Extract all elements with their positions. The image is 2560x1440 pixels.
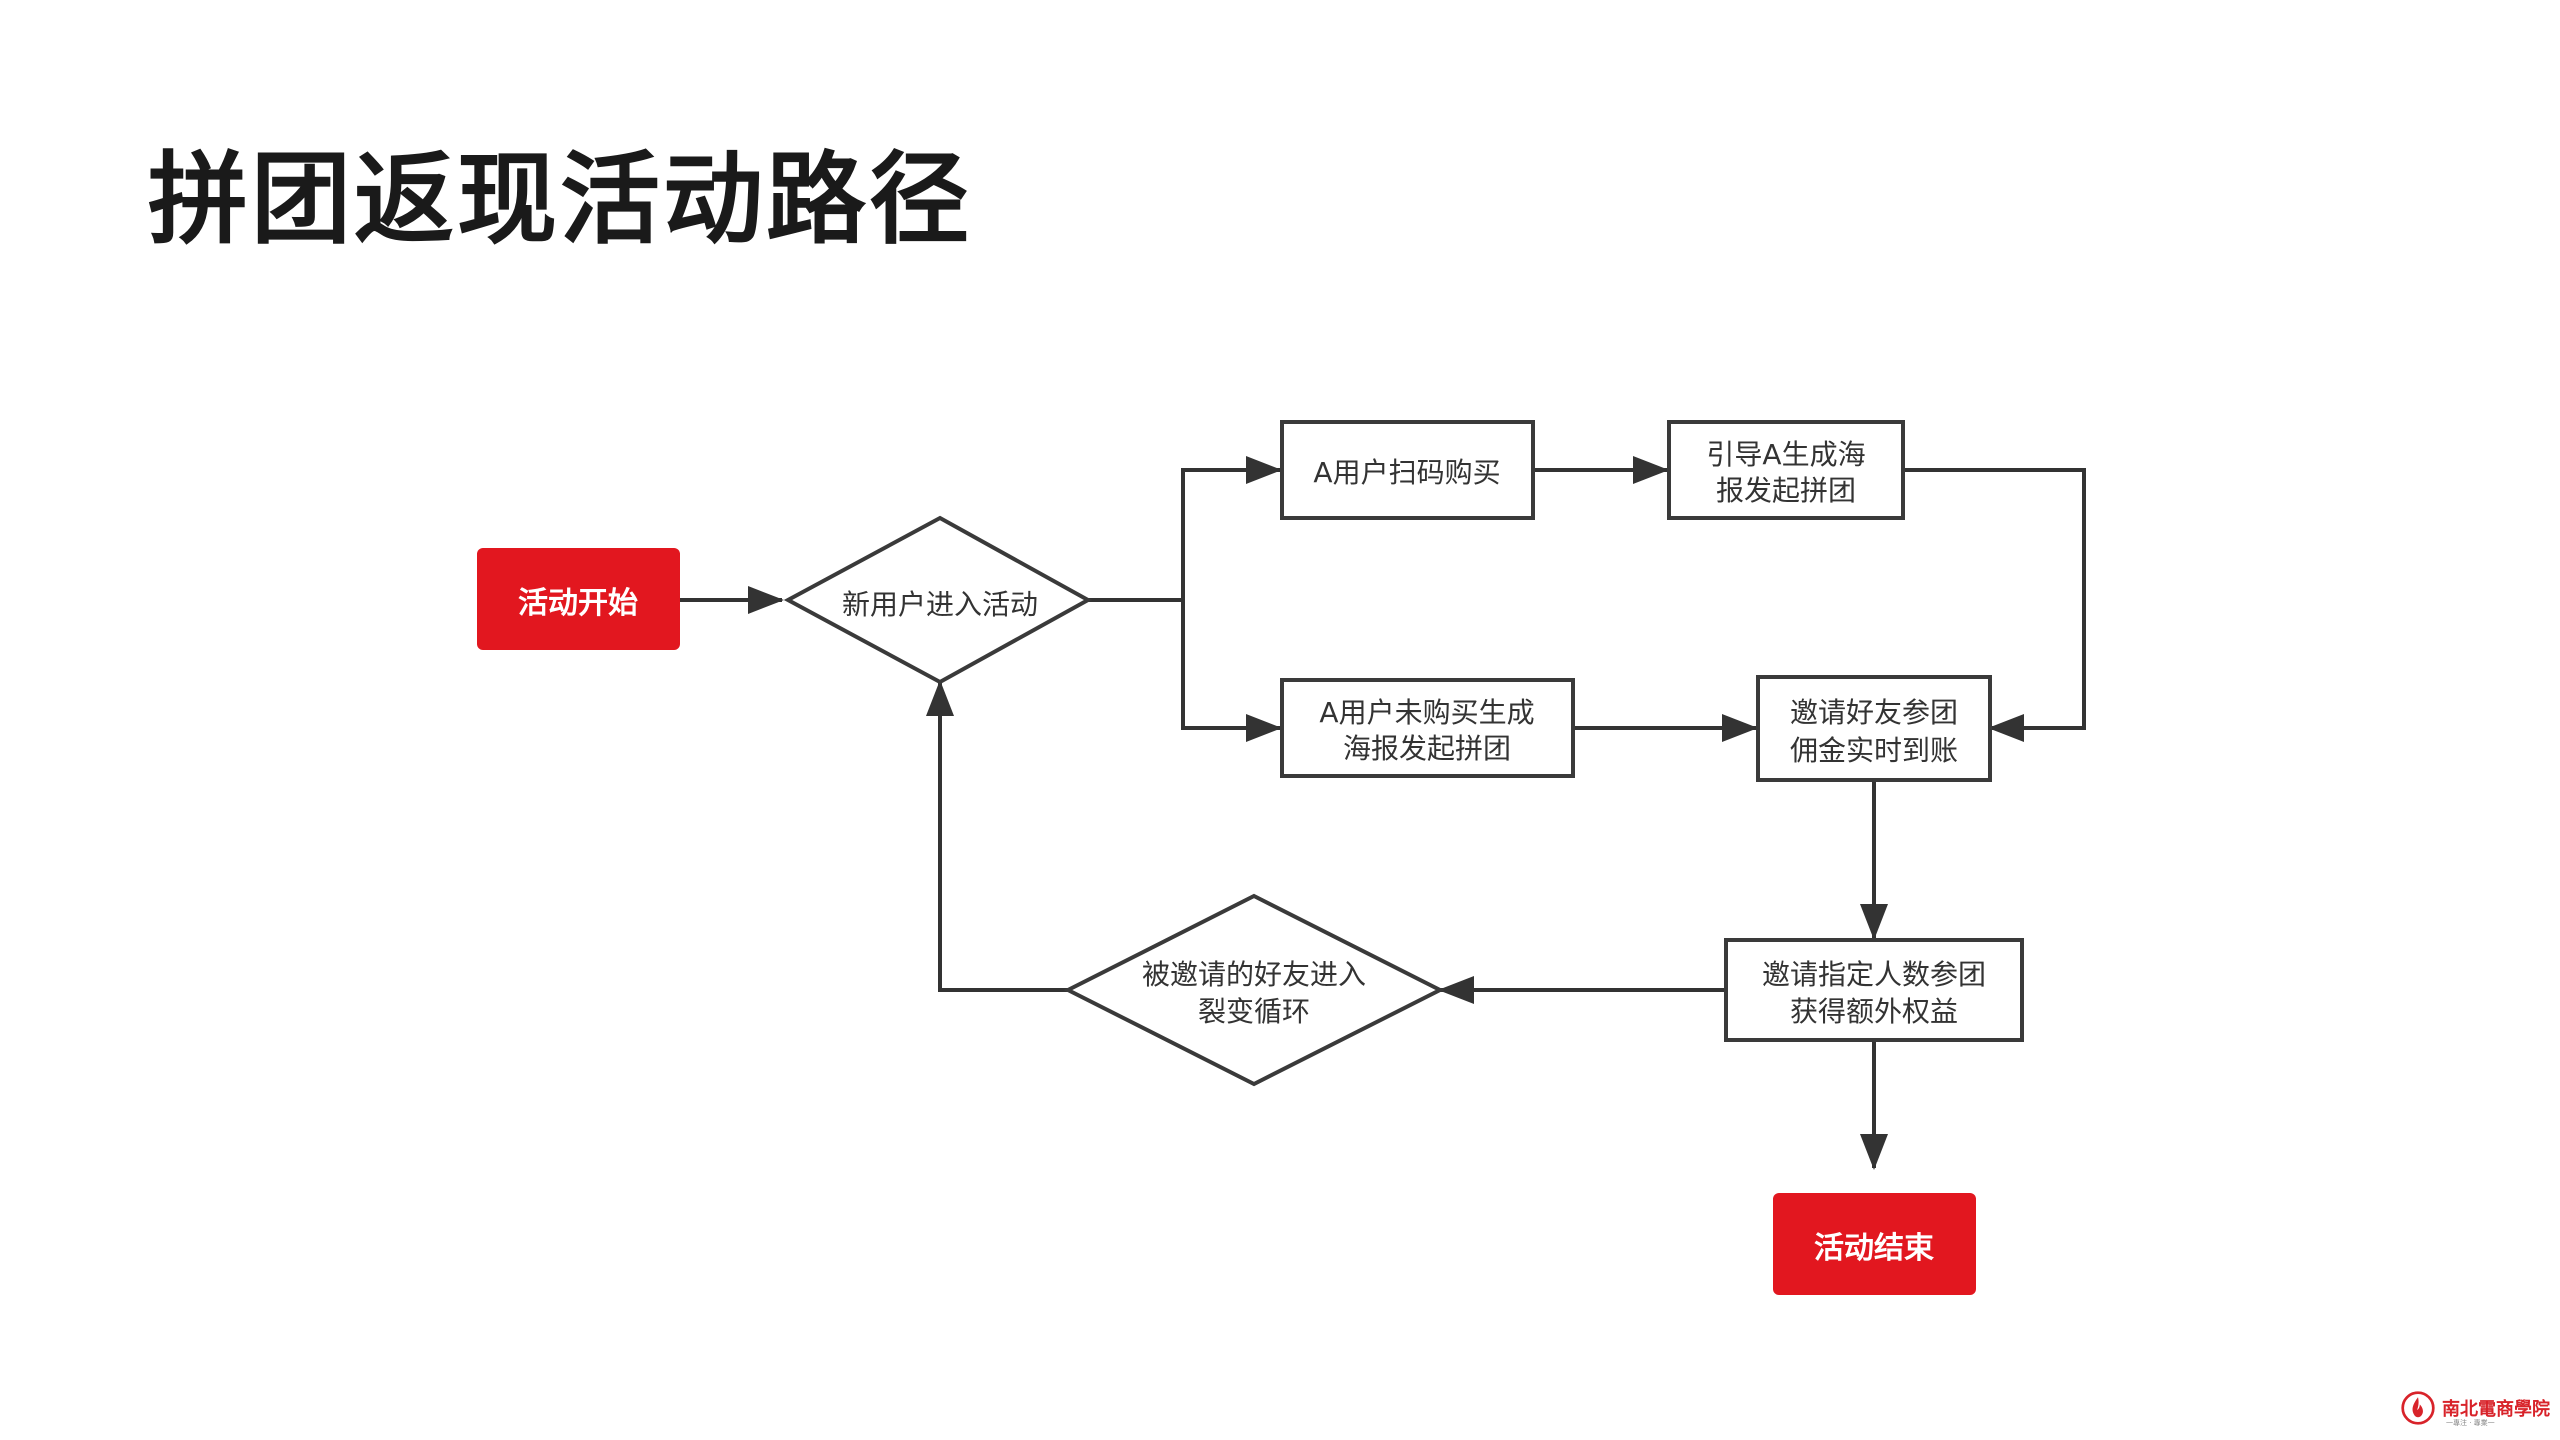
no-buy-poster-box bbox=[1280, 678, 1575, 778]
node-no-buy-poster: A用户未购买生成 海报发起拼团 bbox=[1280, 678, 1575, 778]
edge-new-user-to-scan-buy bbox=[1088, 456, 1282, 602]
no-buy-poster-line-1: A用户未购买生成 bbox=[1319, 696, 1534, 729]
edge-new-user-to-no-buy-poster bbox=[1181, 600, 1282, 742]
friend-loop-decision-shape bbox=[1063, 893, 1445, 1087]
invite-commission-line-2: 佣金实时到账 bbox=[1790, 734, 1958, 767]
invite-count-line-2: 获得额外权益 bbox=[1790, 995, 1958, 1028]
end-label: 活动结束 bbox=[1814, 1231, 1934, 1266]
start-terminal-shape bbox=[477, 548, 680, 650]
invite-commission-box bbox=[1756, 675, 1992, 782]
guide-poster-box bbox=[1667, 420, 1905, 520]
start-label: 活动开始 bbox=[518, 586, 638, 621]
edge-friend-loop-to-new-user bbox=[926, 680, 1068, 992]
node-scan-buy: A用户扫码购买 bbox=[1280, 420, 1535, 520]
brand-name: 南北電商學院 bbox=[2442, 1399, 2550, 1420]
node-guide-poster: 引导A生成海 报发起拼团 bbox=[1667, 420, 1905, 520]
node-start: 活动开始 bbox=[477, 548, 680, 650]
no-buy-poster-line-2: 海报发起拼团 bbox=[1343, 732, 1511, 765]
node-end: 活动结束 bbox=[1773, 1193, 1976, 1295]
node-new-user: 新用户进入活动 bbox=[783, 515, 1093, 685]
new-user-decision-shape bbox=[783, 515, 1093, 685]
red-flame-seal-icon bbox=[2401, 1391, 2435, 1425]
edge-guide-poster-to-invite-commission bbox=[1903, 468, 2086, 742]
invite-count-line-1: 邀请指定人数参团 bbox=[1762, 958, 1986, 991]
new-user-label: 新用户进入活动 bbox=[842, 588, 1038, 621]
friend-loop-line-2: 裂变循环 bbox=[1198, 995, 1310, 1028]
scan-buy-box bbox=[1280, 420, 1535, 520]
node-friend-loop: 被邀请的好友进入 裂变循环 bbox=[1063, 893, 1445, 1087]
invite-count-box bbox=[1724, 938, 2024, 1042]
node-invite-commission: 邀请好友参团 佣金实时到账 bbox=[1756, 675, 1992, 782]
brand-tagline: 一專注 · 專業一 bbox=[2446, 1419, 2495, 1427]
end-terminal-shape bbox=[1773, 1193, 1976, 1295]
guide-poster-line-2: 报发起拼团 bbox=[1716, 474, 1856, 507]
brand-logo: 南北電商學院 一專注 · 專業一 bbox=[2400, 1388, 2550, 1428]
friend-loop-line-1: 被邀请的好友进入 bbox=[1142, 958, 1366, 991]
guide-poster-line-1: 引导A生成海 bbox=[1706, 438, 1865, 471]
scan-buy-label: A用户扫码购买 bbox=[1313, 456, 1500, 489]
page-title: 拼团返现活动路径 bbox=[148, 141, 972, 258]
invite-commission-line-1: 邀请好友参团 bbox=[1790, 696, 1958, 729]
node-invite-count: 邀请指定人数参团 获得额外权益 bbox=[1724, 938, 2024, 1042]
